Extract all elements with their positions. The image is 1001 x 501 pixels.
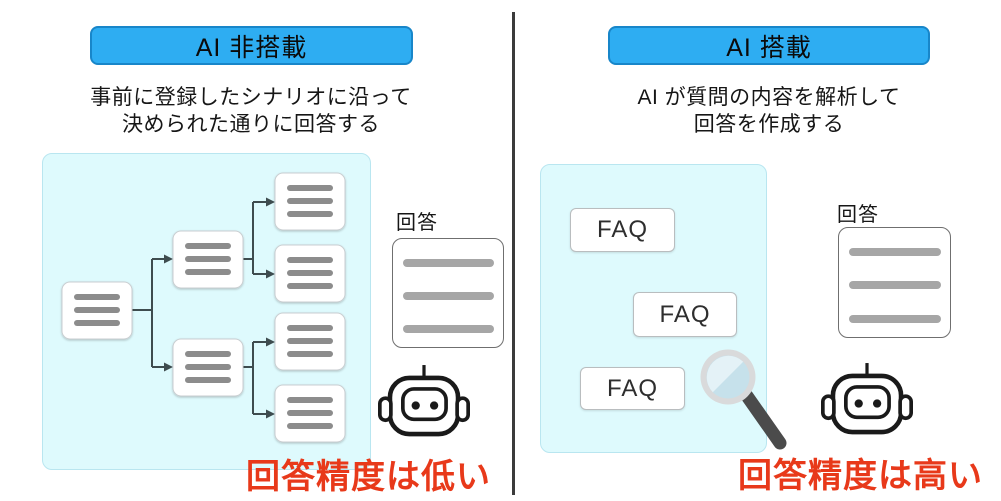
- answer-text-line: [849, 281, 941, 289]
- right-answer-card: [838, 227, 951, 338]
- answer-text-line: [403, 259, 494, 267]
- tree-node-branch-top: [172, 230, 244, 289]
- magnifier-icon: [700, 349, 787, 450]
- right-header-label: AI 搭載: [726, 33, 812, 62]
- right-verdict-text: 回答精度は高い: [738, 457, 983, 495]
- faq-card-3: FAQ: [580, 367, 685, 410]
- faq-card-1-label: FAQ: [596, 216, 648, 243]
- left-verdict-text: 回答精度は低い: [246, 458, 491, 496]
- faq-card-2-label: FAQ: [659, 300, 711, 328]
- left-description-line2: 決められた通りに回答する: [122, 113, 380, 136]
- right-header-badge: AI 搭載: [608, 26, 930, 65]
- right-description-line1: AI が質問の内容を解析して: [637, 86, 901, 109]
- answer-text-line: [849, 315, 941, 323]
- left-description: 事前に登録したシナリオに沿って 決められた通りに回答する: [86, 84, 416, 138]
- answer-text-line: [403, 325, 494, 333]
- right-answer-label: 回答: [837, 204, 879, 226]
- tree-arrowheads: [164, 197, 275, 419]
- right-description-line2: 回答を作成する: [693, 113, 845, 136]
- faq-card-3-label: FAQ: [606, 374, 658, 402]
- right-description: AI が質問の内容を解析して 回答を作成する: [604, 84, 934, 138]
- left-answer-label: 回答: [396, 212, 438, 234]
- tree-node-leaf-3: [274, 312, 346, 371]
- scenario-tree-diagram: [61, 172, 346, 443]
- tree-node-leaf-4: [274, 384, 346, 443]
- tree-node-leaf-1: [274, 172, 346, 231]
- answer-text-line: [403, 292, 494, 300]
- tree-node-root: [61, 281, 133, 340]
- left-description-line1: 事前に登録したシナリオに沿って: [90, 86, 412, 109]
- faq-card-1: FAQ: [570, 208, 675, 252]
- left-answer-card: [392, 238, 504, 348]
- tree-node-branch-bottom: [172, 338, 244, 397]
- answer-text-line: [849, 248, 941, 256]
- section-divider: [512, 12, 515, 495]
- left-header-label: AI 非搭載: [195, 33, 308, 62]
- faq-card-2: FAQ: [633, 292, 737, 337]
- robot-icon: [378, 365, 470, 437]
- robot-icon: [821, 363, 913, 435]
- left-header-badge: AI 非搭載: [90, 26, 413, 65]
- tree-connectors: [132, 201, 267, 415]
- tree-node-leaf-2: [274, 244, 346, 303]
